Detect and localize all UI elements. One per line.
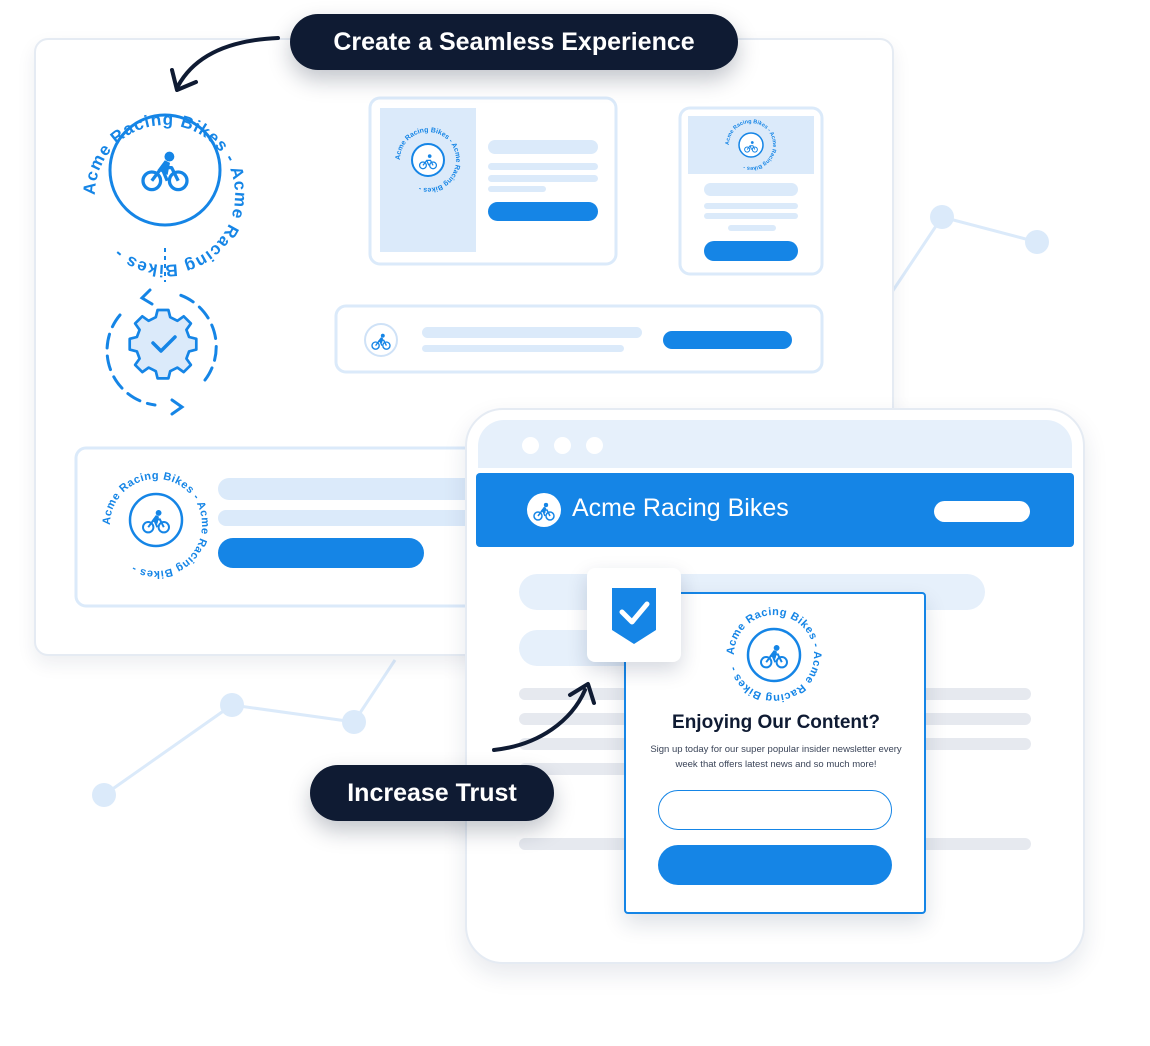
callout-seamless-experience: Create a Seamless Experience [290,14,738,70]
popup-heading: Enjoying Our Content? [672,712,880,733]
header-button[interactable] [934,501,1030,522]
callout-increase-trust: Increase Trust [310,765,554,821]
window-dot [554,437,571,454]
popup-description: Sign up today for our super popular insi… [650,744,902,770]
site-title: Acme Racing Bikes [572,494,789,522]
window-dot [522,437,539,454]
browser-titlebar [478,420,1072,468]
submit-button[interactable] [658,845,892,885]
window-dot [586,437,603,454]
email-field[interactable] [658,790,892,830]
